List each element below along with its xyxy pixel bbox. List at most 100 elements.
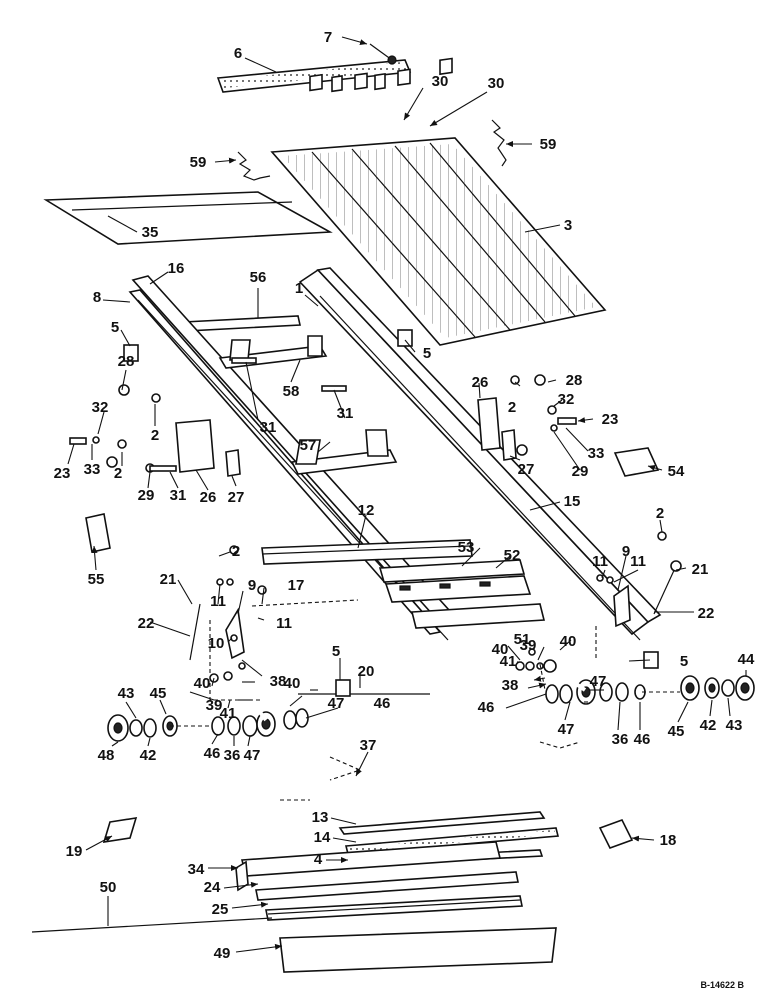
callout-48: 48 <box>98 747 115 764</box>
part-5-blocks <box>123 329 659 697</box>
callout-32: 32 <box>558 391 575 408</box>
callout-59: 59 <box>190 154 207 171</box>
callout-39: 39 <box>206 697 223 714</box>
callout-40: 40 <box>284 675 301 692</box>
callout-47: 47 <box>328 695 345 712</box>
callout-5: 5 <box>111 319 119 336</box>
figure-reference: B-14622 B <box>700 980 744 990</box>
callout-59: 59 <box>540 136 557 153</box>
callout-7: 7 <box>324 29 332 46</box>
callout-31: 31 <box>337 405 354 422</box>
callout-2: 2 <box>656 505 664 522</box>
callout-31: 31 <box>170 487 187 504</box>
callout-23: 23 <box>54 465 71 482</box>
part-34-24-25-channels <box>235 841 523 921</box>
part-56-channel <box>183 315 301 332</box>
callout-29: 29 <box>572 463 589 480</box>
callout-42: 42 <box>700 717 717 734</box>
callout-37: 37 <box>360 737 377 754</box>
callout-2: 2 <box>508 399 516 416</box>
callout-51: 51 <box>514 631 531 648</box>
callout-47: 47 <box>244 747 261 764</box>
callout-43: 43 <box>118 685 135 702</box>
callout-19: 19 <box>66 843 83 860</box>
callout-25: 25 <box>212 901 229 918</box>
callout-36: 36 <box>612 731 629 748</box>
callout-5: 5 <box>680 653 688 670</box>
callout-31: 31 <box>260 419 277 436</box>
callout-26: 26 <box>200 489 217 506</box>
callout-28: 28 <box>118 353 135 370</box>
callout-11: 11 <box>276 615 292 632</box>
callout-11: 11 <box>630 553 646 570</box>
bearing-stack-right <box>680 675 755 701</box>
callout-16: 16 <box>168 260 185 277</box>
callout-42: 42 <box>140 747 157 764</box>
part-54-55-plates <box>85 447 660 553</box>
callout-4: 4 <box>314 851 323 868</box>
callout-56: 56 <box>250 269 267 286</box>
part-7-pin <box>369 43 397 65</box>
part-artwork <box>31 43 755 973</box>
callout-36: 36 <box>224 747 241 764</box>
part-57-cross-members <box>290 429 398 475</box>
part-38-crank-arms <box>230 659 587 722</box>
part-37-crankshaft <box>280 741 590 802</box>
rings-left <box>211 708 309 737</box>
callout-23: 23 <box>602 411 619 428</box>
callout-18: 18 <box>660 832 677 849</box>
callout-58: 58 <box>283 383 300 400</box>
callout-17: 17 <box>288 577 305 594</box>
callout-44: 44 <box>738 651 755 668</box>
callout-11: 11 <box>210 593 226 610</box>
callout-45: 45 <box>668 723 685 740</box>
callout-38: 38 <box>502 677 519 694</box>
callout-30: 30 <box>432 73 449 90</box>
callout-6: 6 <box>234 45 242 62</box>
callout-32: 32 <box>92 399 109 416</box>
part-17-rod <box>251 599 359 607</box>
callout-2: 2 <box>232 543 240 560</box>
callout-40: 40 <box>560 633 577 650</box>
callout-21: 21 <box>692 561 709 578</box>
callout-46: 46 <box>204 745 221 762</box>
callout-39: 39 <box>520 637 537 654</box>
part-59-springs <box>237 119 507 181</box>
callout-11: 11 <box>592 553 608 570</box>
bearing-stack-left <box>107 714 178 742</box>
callout-13: 13 <box>312 809 329 826</box>
part-35-panel <box>43 191 333 245</box>
callout-30: 30 <box>488 75 505 92</box>
callout-52: 52 <box>504 547 521 564</box>
callout-50: 50 <box>100 879 117 896</box>
callout-47: 47 <box>590 673 607 690</box>
callout-1: 1 <box>295 280 303 297</box>
callout-26: 26 <box>472 374 489 391</box>
callout-45: 45 <box>150 685 167 702</box>
callout-21: 21 <box>160 571 177 588</box>
callout-2: 2 <box>151 427 159 444</box>
callout-41: 41 <box>220 705 237 722</box>
callout-40: 40 <box>194 675 211 692</box>
callout-9: 9 <box>622 543 630 560</box>
callout-41: 41 <box>500 653 517 670</box>
part-12-channel <box>261 539 473 565</box>
callout-14: 14 <box>314 829 331 846</box>
callout-24: 24 <box>204 879 221 896</box>
callout-27: 27 <box>518 461 535 478</box>
callout-29: 29 <box>138 487 155 504</box>
callout-38: 38 <box>270 673 287 690</box>
callout-8: 8 <box>93 289 101 306</box>
callout-43: 43 <box>726 717 743 734</box>
callout-5: 5 <box>332 643 340 660</box>
callout-46: 46 <box>634 731 651 748</box>
callout-9: 9 <box>248 577 256 594</box>
callout-15: 15 <box>564 493 581 510</box>
callout-53: 53 <box>458 539 475 556</box>
leader-lines <box>67 36 747 953</box>
callout-33: 33 <box>84 461 101 478</box>
callout-33: 33 <box>588 445 605 462</box>
callout-47: 47 <box>558 721 575 738</box>
callout-labels: 7 6 30 30 59 59 3 35 16 56 1 8 5 5 28 58… <box>54 29 755 962</box>
